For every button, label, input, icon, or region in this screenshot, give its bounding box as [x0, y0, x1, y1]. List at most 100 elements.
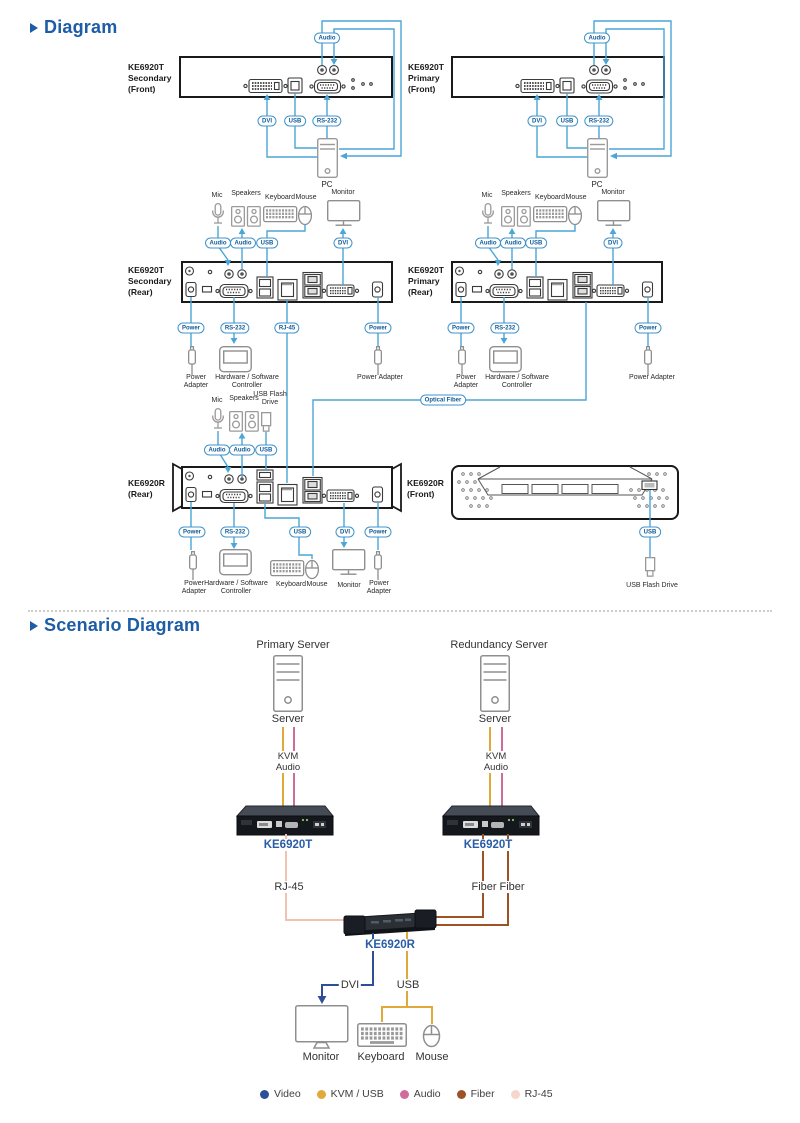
usb-pill: USB: [284, 115, 306, 127]
ke6920r-front-device: [451, 465, 679, 520]
mouse-icon: [422, 1024, 441, 1048]
mic-label: Mic: [211, 397, 223, 404]
rj45-pill: RJ-45: [274, 322, 300, 334]
ke6920r-device-photo: [343, 909, 437, 937]
usb-pill: USB: [256, 237, 278, 249]
controller-label: Hardware / Software Controller: [485, 374, 549, 389]
speakers-icon: [500, 205, 531, 227]
mic-label: Mic: [211, 192, 223, 199]
keyboard-icon: [262, 205, 298, 223]
usb-pill: USB: [289, 526, 311, 538]
power-adapter-label: Power Adapter: [181, 580, 207, 595]
rs232-pill: RS-232: [220, 322, 250, 334]
legend-label: Audio: [413, 1088, 441, 1100]
diagram-section-title: Diagram: [44, 17, 118, 37]
dvi-arrow: [317, 996, 327, 1004]
audio-label: Audio: [273, 762, 303, 773]
power-pill: Power: [364, 526, 392, 538]
rs232-pill: RS-232: [490, 322, 520, 334]
audio-pill: Audio: [204, 444, 230, 456]
scenario-link-lines: [285, 834, 509, 926]
power-adapter-icon: [188, 551, 198, 581]
legend-item-kvm-usb: KVM / USB: [316, 1088, 384, 1100]
device-label-t-primary-rear: KE6920T Primary (Rear): [408, 265, 444, 297]
usb-flash-drive-label: USB Flash Drive: [253, 391, 287, 406]
section-bullet-icon: [30, 621, 38, 631]
keyboard-icon: [269, 559, 305, 577]
monitor-icon: [597, 199, 631, 226]
front-left-lines: [266, 20, 402, 158]
power-adapter-icon: [644, 345, 652, 376]
front-right-arrows: [533, 59, 617, 160]
pc-icon: [587, 137, 608, 179]
speakers-label: Speakers: [501, 190, 531, 197]
controller-icon: [489, 346, 522, 373]
redundancy-server-label: Redundancy Server: [450, 639, 548, 651]
kvm-label: KVM: [483, 751, 509, 762]
device-label-r-front: KE6920R (Front): [407, 478, 444, 499]
mouse-label: Mouse: [306, 581, 328, 588]
speakers-label: Speakers: [231, 190, 261, 197]
usb-pill: USB: [525, 237, 547, 249]
power-pill: Power: [634, 322, 662, 334]
device-label-r-rear: KE6920R (Rear): [128, 478, 165, 499]
usb-label: USB: [394, 979, 422, 991]
rear-left-arrows: [224, 228, 347, 344]
keyboard-label: Keyboard: [357, 1051, 405, 1063]
mic-label: Mic: [481, 192, 493, 199]
legend-label: KVM / USB: [330, 1088, 384, 1100]
audio-pill: Audio: [475, 237, 501, 249]
usb-pill: USB: [556, 115, 578, 127]
audio-color-dot: [399, 1089, 409, 1099]
legend-item-audio: Audio: [399, 1088, 441, 1100]
keyboard-label: Keyboard: [265, 194, 295, 201]
scenario-kvm-audio-lines: [282, 727, 503, 807]
rear-right-arrows: [494, 228, 617, 344]
legend: Video KVM / USB Audio Fiber RJ-45: [260, 1088, 553, 1100]
monitor-label: Monitor: [337, 582, 361, 589]
fiber-color-dot: [456, 1089, 466, 1099]
front-right-lines: [536, 20, 672, 158]
usb-flash-drive-icon: [260, 411, 272, 432]
audio-pill: Audio: [584, 32, 610, 44]
controller-label: Hardware / Software Controller: [215, 374, 279, 389]
ke6920t-label: KE6920T: [461, 839, 515, 851]
power-adapter-label: Power Adapter: [366, 580, 392, 595]
keyboard-icon: [356, 1022, 408, 1048]
fiber-label: Fiber: [497, 881, 527, 893]
front-left-arrows: [263, 59, 347, 160]
mouse-label: Mouse: [415, 1051, 449, 1063]
power-adapter-icon: [373, 345, 383, 376]
monitor-label: Monitor: [601, 189, 625, 196]
kvm-label: KVM: [275, 751, 301, 762]
controller-icon: [218, 549, 252, 576]
video-color-dot: [260, 1089, 269, 1099]
mic-icon: [212, 407, 224, 429]
optical-fiber-pill: Optical Fiber: [420, 394, 466, 406]
speakers-icon: [228, 410, 259, 432]
ke6920r-label: KE6920R: [363, 939, 417, 951]
dvi-pill: DVI: [527, 115, 547, 127]
legend-label: RJ-45: [524, 1088, 553, 1100]
usb-pill: USB: [639, 526, 661, 538]
device-label-t-secondary-rear: KE6920T Secondary (Rear): [128, 265, 172, 297]
keyboard-label: Keyboard: [535, 194, 565, 201]
scenario-section-title: Scenario Diagram: [44, 615, 201, 635]
dvi-pill: DVI: [335, 526, 355, 538]
ke6920t-secondary-rear-device: [181, 261, 393, 303]
dvi-pill: DVI: [333, 237, 353, 249]
power-adapter-label: Power Adapter: [629, 374, 675, 381]
legend-item-video: Video: [260, 1088, 301, 1100]
audio-pill: Audio: [500, 237, 526, 249]
redundancy-server-icon: [480, 655, 510, 712]
legend-label: Video: [274, 1088, 301, 1100]
monitor-label: Monitor: [302, 1051, 340, 1063]
audio-pill: Audio: [205, 237, 231, 249]
ke6920t-primary-front-device: [451, 56, 665, 98]
dvi-label: DVI: [338, 979, 362, 991]
power-adapter-icon: [187, 345, 197, 376]
power-pill: Power: [177, 322, 205, 334]
audio-label: Audio: [481, 762, 511, 773]
ke6920r-rear-arrows: [224, 432, 348, 549]
